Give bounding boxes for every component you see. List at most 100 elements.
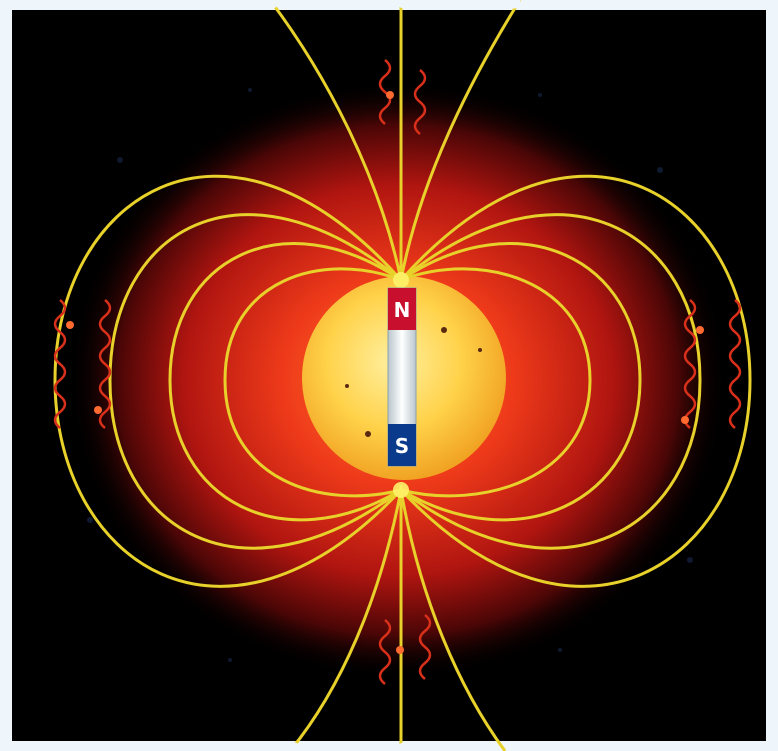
perforation-hole xyxy=(529,0,543,9)
perforation-hole xyxy=(485,0,499,9)
perforation-hole xyxy=(0,133,9,147)
perforation-hole xyxy=(0,463,9,477)
perforation-hole xyxy=(111,742,125,751)
perforation-hole xyxy=(0,221,9,235)
perforation-hole xyxy=(177,742,191,751)
perforation-hole xyxy=(133,742,147,751)
magnet-north-pole xyxy=(388,288,416,330)
perforation-hole xyxy=(0,441,9,455)
perforation-hole xyxy=(769,661,778,675)
emission-glows xyxy=(66,91,704,654)
perforation-hole xyxy=(705,742,719,751)
perforation-hole xyxy=(309,742,323,751)
perforation-hole xyxy=(375,742,389,751)
perforation-hole xyxy=(769,1,778,15)
perforation-hole xyxy=(419,0,433,9)
perforation-hole xyxy=(177,0,191,9)
perforation-hole xyxy=(769,683,778,697)
perforation-hole xyxy=(199,742,213,751)
perforation-hole xyxy=(769,617,778,631)
perforation-hole xyxy=(485,742,499,751)
perforation-hole xyxy=(67,742,81,751)
perforation-hole xyxy=(0,265,9,279)
perforation-hole xyxy=(463,0,477,9)
perforation-hole xyxy=(265,742,279,751)
perforation-hole xyxy=(573,742,587,751)
perforation-hole xyxy=(133,0,147,9)
magnet-south-pole xyxy=(388,424,416,466)
perforation-hole xyxy=(397,0,411,9)
perforation-hole xyxy=(769,353,778,367)
bar-magnet: N S xyxy=(387,287,417,467)
perforation-hole xyxy=(769,45,778,59)
perforation-hole xyxy=(639,0,653,9)
south-pole-glow xyxy=(393,482,409,498)
perforation-hole xyxy=(111,0,125,9)
perforation-hole xyxy=(23,0,37,9)
perforation-hole xyxy=(661,0,675,9)
perforation-hole xyxy=(45,742,59,751)
perforation-hole xyxy=(769,23,778,37)
perforation-hole xyxy=(0,375,9,389)
perforation-hole xyxy=(595,0,609,9)
perforation-hole xyxy=(0,617,9,631)
perforation-hole xyxy=(331,742,345,751)
perforation-hole xyxy=(0,177,9,191)
perforation-hole xyxy=(0,331,9,345)
perforation-hole xyxy=(89,742,103,751)
perforation-hole xyxy=(0,199,9,213)
perforation-hole xyxy=(769,727,778,741)
perforation-hole xyxy=(0,397,9,411)
perforation-hole xyxy=(23,742,37,751)
perforation-hole xyxy=(155,0,169,9)
perforation-hole xyxy=(331,0,345,9)
magnet-north-label: N xyxy=(394,298,411,322)
perforation-hole xyxy=(551,742,565,751)
perforation-hole xyxy=(441,0,455,9)
perforation-hole xyxy=(769,441,778,455)
perforation-hole xyxy=(287,742,301,751)
perforation-hole xyxy=(683,742,697,751)
perforation-hole xyxy=(617,742,631,751)
perforation-hole xyxy=(0,485,9,499)
perforation-hole xyxy=(769,177,778,191)
perforation-hole xyxy=(397,742,411,751)
perforation-hole xyxy=(375,0,389,9)
perforation-hole xyxy=(0,595,9,609)
perforation-hole xyxy=(199,0,213,9)
perforation-hole xyxy=(769,67,778,81)
perforation-hole xyxy=(639,742,653,751)
perforation-hole xyxy=(0,287,9,301)
perforation-hole xyxy=(595,742,609,751)
perforation-hole xyxy=(0,89,9,103)
perforation-hole xyxy=(769,111,778,125)
perforation-hole xyxy=(769,375,778,389)
perforation-hole xyxy=(221,0,235,9)
perforation-hole xyxy=(0,573,9,587)
perforation-hole xyxy=(0,705,9,719)
perforation-hole xyxy=(661,742,675,751)
perforation-hole xyxy=(769,199,778,213)
perforation-hole xyxy=(769,507,778,521)
magnetic-field-lines xyxy=(53,0,752,751)
perforation-hole xyxy=(705,0,719,9)
perforation-hole xyxy=(771,742,778,751)
perforation-hole xyxy=(89,0,103,9)
perforation-hole xyxy=(749,742,763,751)
perforation-hole xyxy=(265,0,279,9)
perforation-hole xyxy=(0,67,9,81)
perforation-hole xyxy=(573,0,587,9)
perforation-hole xyxy=(769,529,778,543)
perforation-hole xyxy=(287,0,301,9)
sunspots xyxy=(345,327,482,437)
perforation-hole xyxy=(769,89,778,103)
perforation-hole xyxy=(551,0,565,9)
perforation-hole xyxy=(0,243,9,257)
perforation-hole xyxy=(769,133,778,147)
perforation-hole xyxy=(769,419,778,433)
background-speckles xyxy=(87,88,693,662)
perforation-hole xyxy=(769,221,778,235)
perforation-hole xyxy=(0,309,9,323)
